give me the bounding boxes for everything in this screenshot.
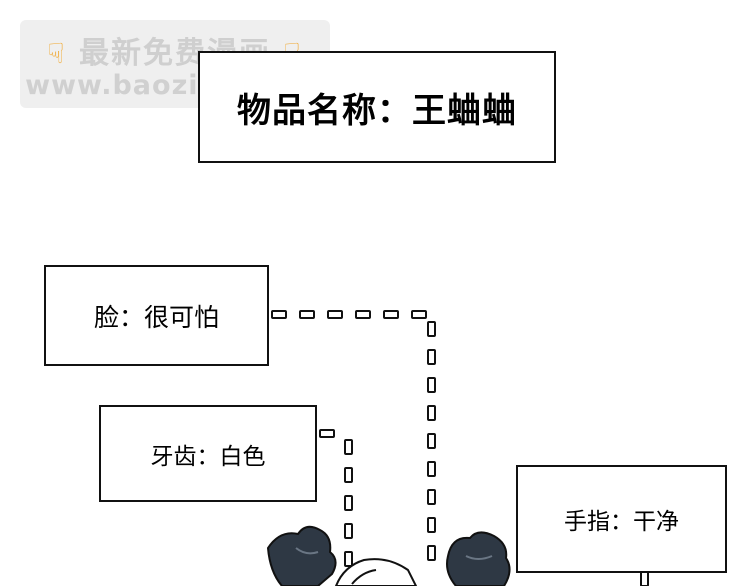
teeth-label-text: 牙齿：白色	[150, 443, 266, 470]
creature-hand-right-art	[446, 531, 511, 586]
item-name-text: 物品名称：王蛐蛐	[237, 90, 517, 131]
teeth-label-box: 牙齿：白色	[99, 405, 317, 502]
item-name-caption: 物品名称：王蛐蛐	[198, 51, 556, 163]
fingers-label-box: 手指：干净	[516, 465, 727, 573]
face-label-box: 脸：很可怕	[44, 265, 269, 366]
pointing-hand-icon: ☟	[47, 37, 67, 70]
face-label-text: 脸：很可怕	[93, 302, 219, 332]
fingers-label-text: 手指：干净	[564, 509, 679, 535]
creature-hand-left-art	[266, 525, 337, 586]
creature-head-art	[334, 558, 418, 586]
